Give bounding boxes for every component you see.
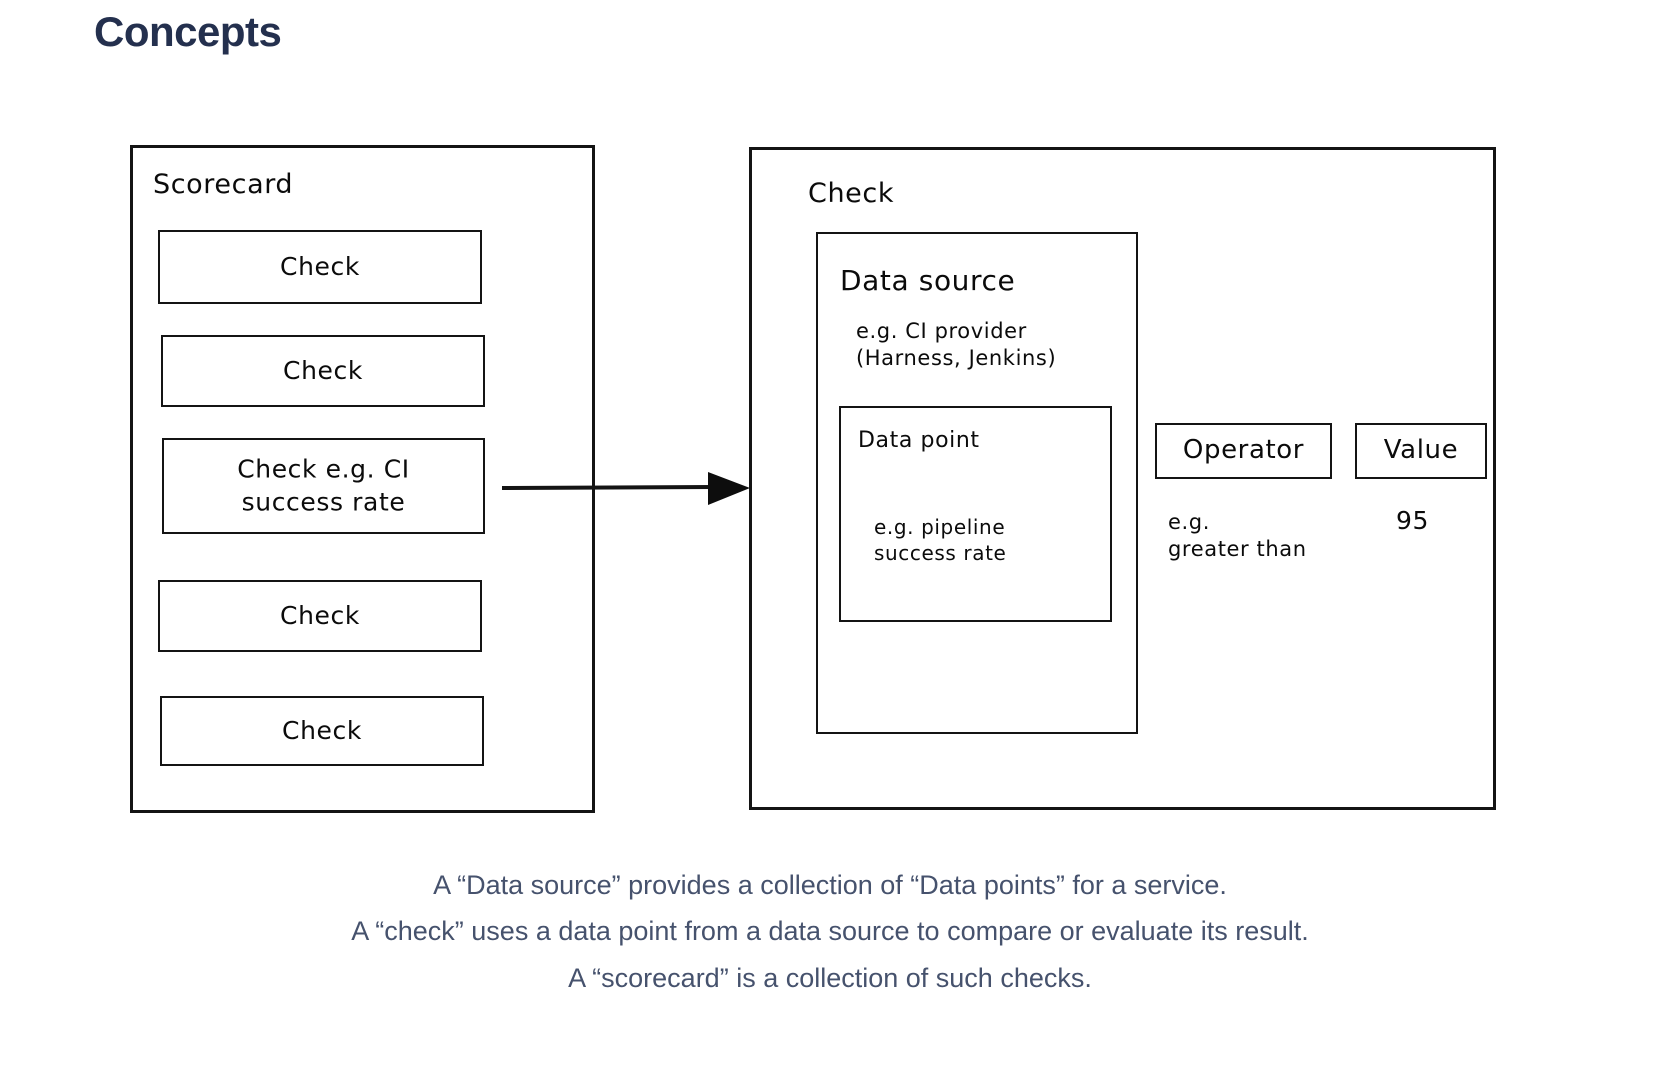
check-label: Check xyxy=(808,178,895,209)
check-container xyxy=(749,147,1496,810)
arrow-scorecard-to-check-icon xyxy=(500,468,752,508)
page-title: Concepts xyxy=(94,8,282,55)
data-point-label: Data point xyxy=(858,428,980,453)
scorecard-check-1[interactable]: Check xyxy=(158,230,482,304)
value-container[interactable]: Value xyxy=(1355,423,1487,479)
scorecard-check-4[interactable]: Check xyxy=(158,580,482,652)
scorecard-check-4-label: Check xyxy=(280,600,360,630)
caption-line-1: A “Data source” provides a collection of… xyxy=(433,870,1227,900)
data-source-container[interactable] xyxy=(816,232,1138,734)
value-label: Value xyxy=(1383,435,1459,466)
data-source-example: e.g. CI provider (Harness, Jenkins) xyxy=(856,319,1057,370)
data-point-container[interactable] xyxy=(839,406,1112,622)
caption-line-2: A “check” uses a data point from a data … xyxy=(351,916,1309,947)
scorecard-check-3-label: Check e.g. CI success rate xyxy=(237,454,410,517)
operator-label: Operator xyxy=(1182,435,1305,466)
scorecard-check-2-label: Check xyxy=(283,355,363,385)
scorecard-check-2[interactable]: Check xyxy=(161,335,485,407)
scorecard-check-1-label: Check xyxy=(280,251,360,281)
operator-container[interactable]: Operator xyxy=(1155,423,1332,479)
scorecard-check-5-label: Check xyxy=(282,715,362,745)
scorecard-label: Scorecard xyxy=(153,169,294,200)
value-example: 95 xyxy=(1396,506,1430,535)
scorecard-container xyxy=(130,145,595,813)
scorecard-check-5[interactable]: Check xyxy=(160,696,484,766)
caption-block: A “Data source” provides a collection of… xyxy=(0,862,1660,1001)
operator-example: e.g. greater than xyxy=(1168,510,1307,561)
data-source-label: Data source xyxy=(840,264,1016,297)
caption-line-3: A “scorecard” is a collection of such ch… xyxy=(568,962,1092,993)
data-point-example: e.g. pipeline success rate xyxy=(874,515,1007,565)
scorecard-check-3[interactable]: Check e.g. CI success rate xyxy=(162,438,485,534)
